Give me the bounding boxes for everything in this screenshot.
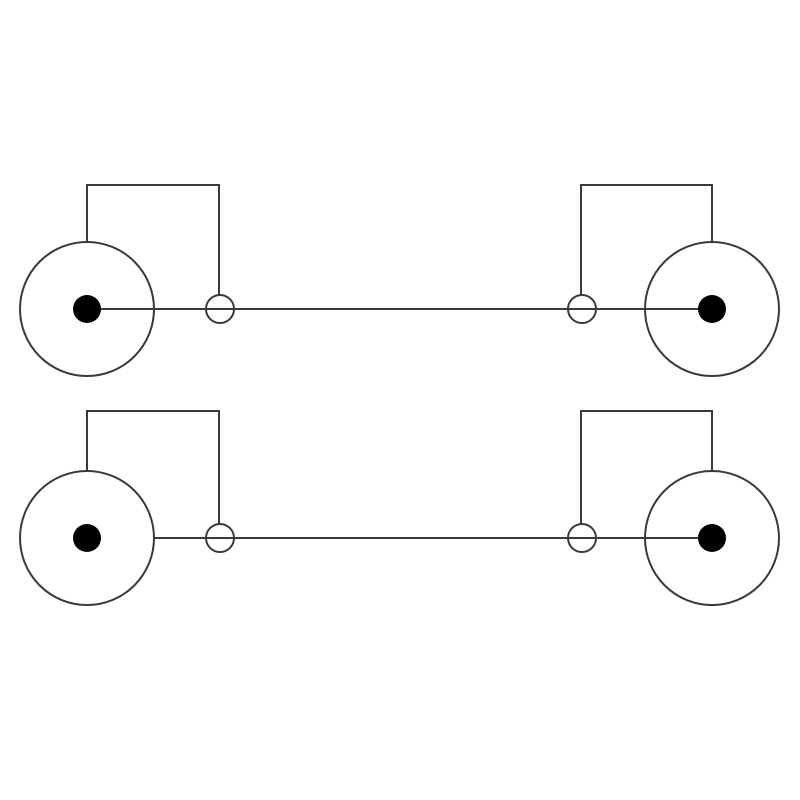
cable-1-right-shield-wire: [580, 184, 713, 296]
cable-2-left-center-pin: [73, 524, 101, 552]
cable-1-left-shield-wire: [86, 184, 220, 296]
cable-2-right-shield-wire: [580, 410, 713, 525]
cable-2-left-shield-wire: [86, 410, 220, 525]
cable-1-left-center-pin: [73, 295, 101, 323]
cable-1-right-center-pin: [698, 295, 726, 323]
cable-2-right-center-pin: [698, 524, 726, 552]
